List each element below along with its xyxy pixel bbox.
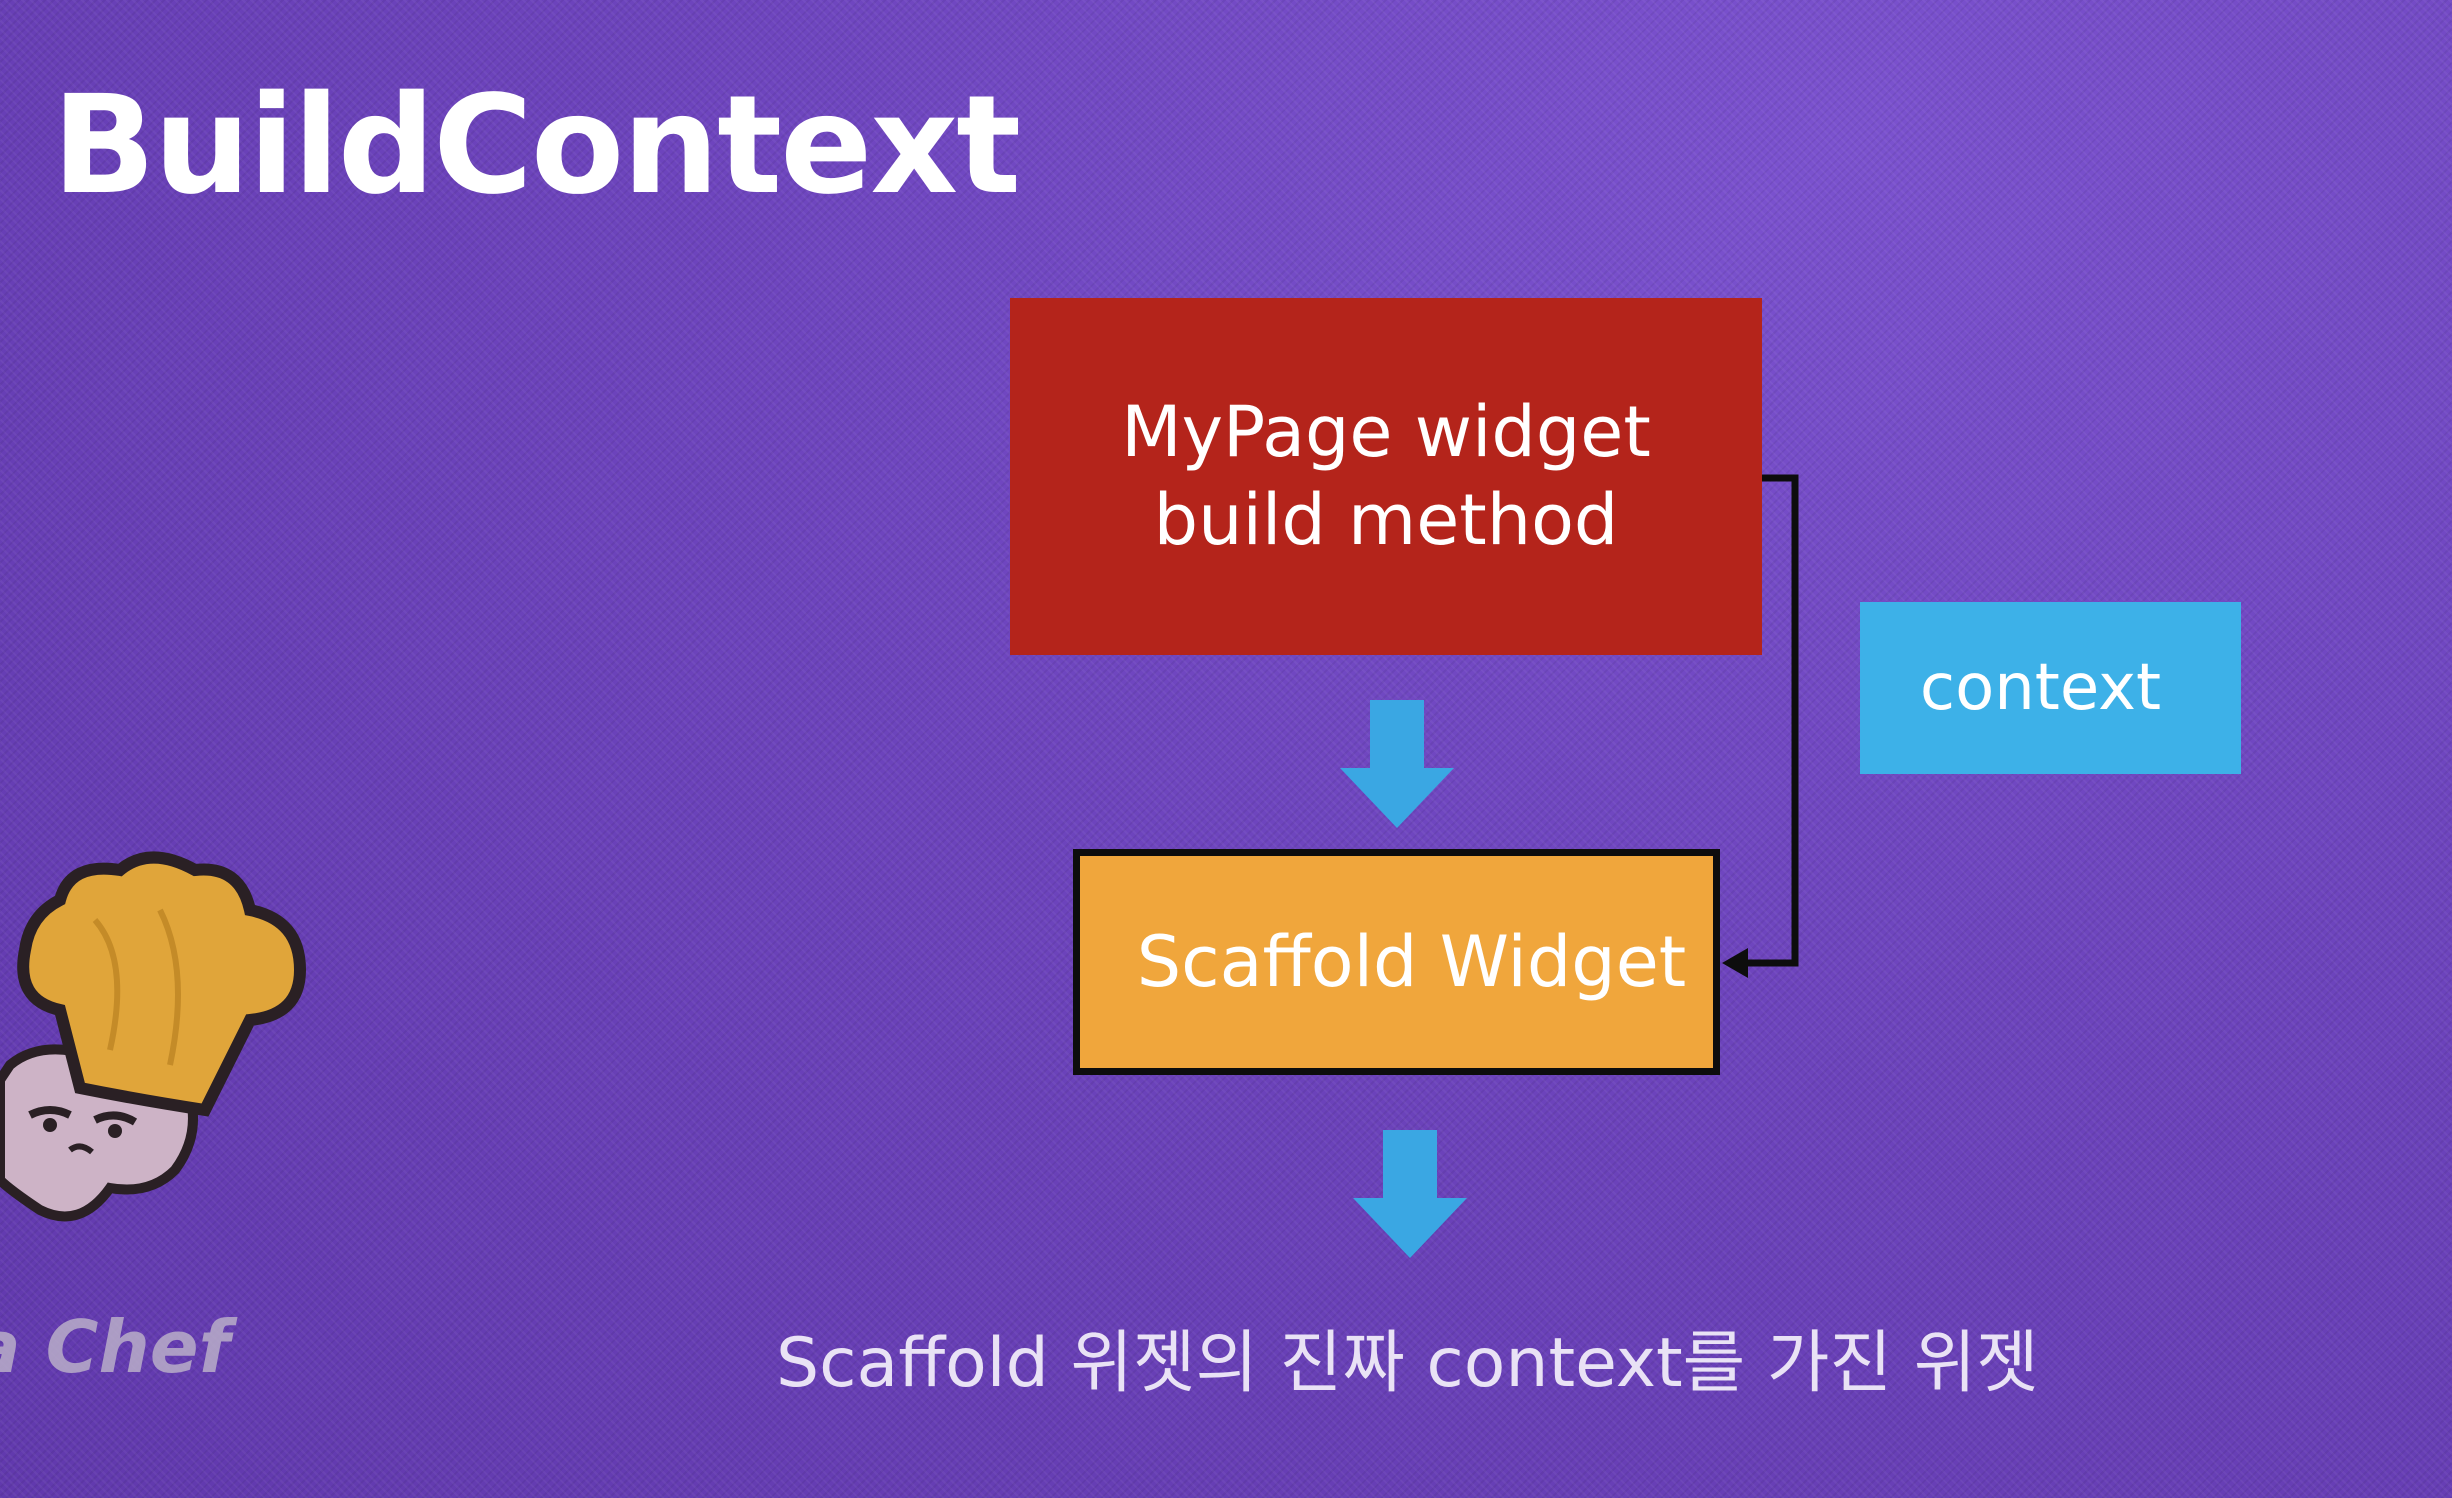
mypage-build-label: MyPage widget build method: [1121, 391, 1651, 561]
mascot-label: a Chef: [0, 1305, 230, 1389]
down-arrow-icon: [1340, 700, 1454, 828]
down-arrow-icon: [1353, 1130, 1467, 1258]
diagram-caption: Scaffold 위젯의 진짜 context를 가진 위젯: [776, 1324, 2039, 1403]
mypage-build-node: MyPage widget build method: [1010, 298, 1762, 655]
context-label: context: [1919, 651, 2162, 725]
context-node: context: [1860, 602, 2241, 774]
scaffold-widget-label: Scaffold Widget: [1136, 921, 1687, 1003]
chef-mascot-icon: [0, 851, 307, 1222]
arrowhead-left-icon: [1722, 948, 1748, 978]
scaffold-widget-node: Scaffold Widget: [1073, 849, 1720, 1075]
context-connector: [1722, 474, 1799, 978]
slide-title: BuildContext: [52, 67, 1021, 225]
